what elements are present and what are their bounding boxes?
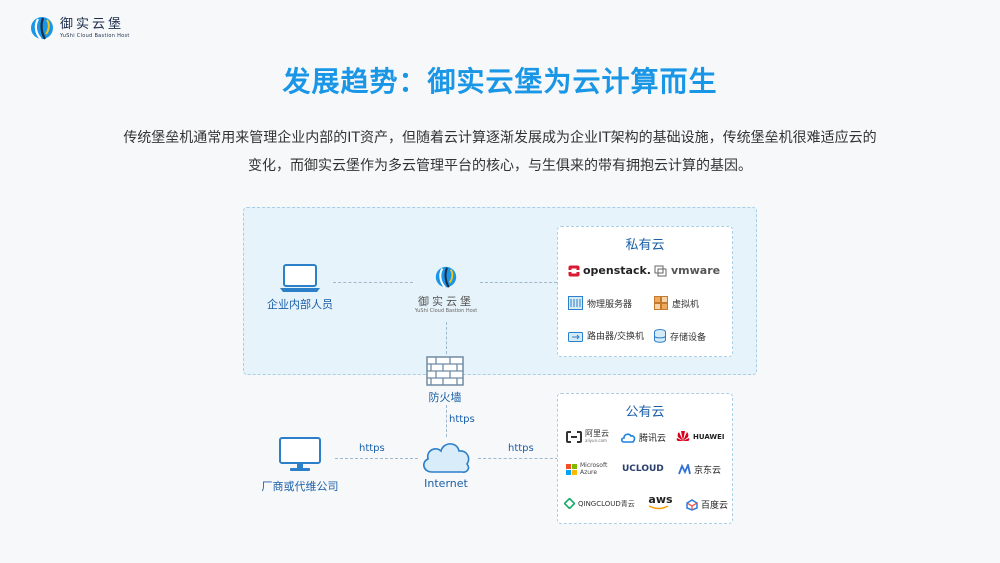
internet-cloud-icon [423,443,470,473]
qingcloud-icon [564,498,575,509]
physical-server-label: 物理服务器 [587,299,633,310]
private-cloud-title: 私有云 [625,238,665,253]
baidu-cloud-icon [686,498,698,511]
server-icon [568,296,583,310]
baidu-cloud-logo: 百度云 [686,498,728,511]
https-label-firewall: https [449,414,475,425]
tencent-cloud-icon [620,433,636,443]
page-description: 传统堡垒机通常用来管理企业内部的IT资产，但随着云计算逐渐发展成为企业IT架构的… [100,124,900,180]
internal-users-label: 企业内部人员 [267,298,333,311]
vmware-icon [654,265,667,276]
ucloud-logo: UCLOUD [622,464,664,474]
jd-cloud-text: 京东云 [694,466,722,476]
router-switch-item: 路由器/交换机 [568,329,644,342]
connector-firewall-internet [446,405,447,437]
public-cloud-title: 公有云 [625,405,665,420]
firewall-label: 防火墙 [428,391,462,404]
connector-vendor-internet [335,458,418,459]
vmware-logo: vmware [654,264,720,277]
aws-logo: aws [648,494,673,510]
microsoft-icon [566,463,577,475]
bastion-name-en: YuShi Cloud Bastion Host [414,308,478,314]
laptop-icon [280,264,320,292]
page-title: 发展趋势：御实云堡为云计算而生 [282,65,718,98]
public-cloud-panel: 公有云 阿里云 aliyun.com 腾讯云 HUAWEI [557,393,733,524]
openstack-logo: openstack. [568,264,651,277]
router-switch-label: 路由器/交换机 [587,332,645,342]
https-label-vendor: https [359,443,385,454]
description-line-1: 传统堡垒机通常用来管理企业内部的IT资产，但随着云计算逐渐发展成为企业IT架构的… [123,130,877,146]
router-icon [568,331,583,342]
storage-icon [654,329,666,343]
monitor-icon [279,437,321,471]
vm-item: 虚拟机 [654,296,699,310]
vendor-label: 厂商或代维公司 [261,480,339,493]
tencent-cloud-logo: 腾讯云 [620,431,666,444]
aliyun-text: 阿里云 [585,429,609,438]
bastion-logo-icon [435,266,457,288]
vmware-text: vmware [671,264,721,277]
azure-text-line1: Microsoft [580,462,608,469]
qingcloud-text: QINGCLOUD青云 [578,499,635,508]
aws-smile-icon [648,505,669,510]
storage-item: 存储设备 [654,329,706,343]
description-line-2: 变化，而御实云堡作为多云管理平台的核心，与生俱来的带有拥抱云计算的基因。 [248,158,752,174]
private-cloud-panel: 私有云 openstack. vmware 物理服务器 [557,226,733,357]
huawei-text: HUAWEI [693,432,725,441]
aliyun-logo: 阿里云 aliyun.com [566,430,609,444]
https-label-public: https [508,443,534,454]
connector-bastion-firewall [446,322,447,354]
azure-text-line2: Azure [580,469,598,476]
physical-server-item: 物理服务器 [568,296,632,310]
aliyun-icon [566,431,582,443]
azure-logo: Microsoft Azure [566,462,607,476]
brand-logo: 御实云堡 YuShi Cloud Bastion Host [30,14,130,42]
aliyun-subtext: aliyun.com [585,438,607,443]
bastion-name-cn: 御实云堡 [418,295,474,308]
jd-cloud-logo: 京东云 [678,463,721,476]
ucloud-text: UCLOUD [622,464,664,474]
internet-label: Internet [424,477,468,490]
storage-label: 存储设备 [670,332,707,343]
firewall-icon [426,356,464,386]
openstack-text: openstack. [583,264,651,277]
jd-cloud-icon [678,464,691,475]
logo-name-cn: 御实云堡 [60,16,125,32]
connector-internet-public [478,458,558,459]
qingcloud-logo: QINGCLOUD青云 [564,498,635,509]
logo-name-en: YuShi Cloud Bastion Host [60,32,130,39]
tencent-cloud-text: 腾讯云 [639,434,667,444]
huawei-logo: HUAWEI [676,431,725,442]
huawei-icon [676,431,690,441]
connector-users-bastion [333,282,413,283]
openstack-icon [568,265,580,276]
aws-text: aws [648,493,673,506]
connector-bastion-private [480,282,557,283]
logo-mark-icon [31,17,53,40]
virtual-machine-icon [654,296,668,310]
baidu-cloud-text: 百度云 [701,501,729,511]
vm-label: 虚拟机 [672,299,700,310]
